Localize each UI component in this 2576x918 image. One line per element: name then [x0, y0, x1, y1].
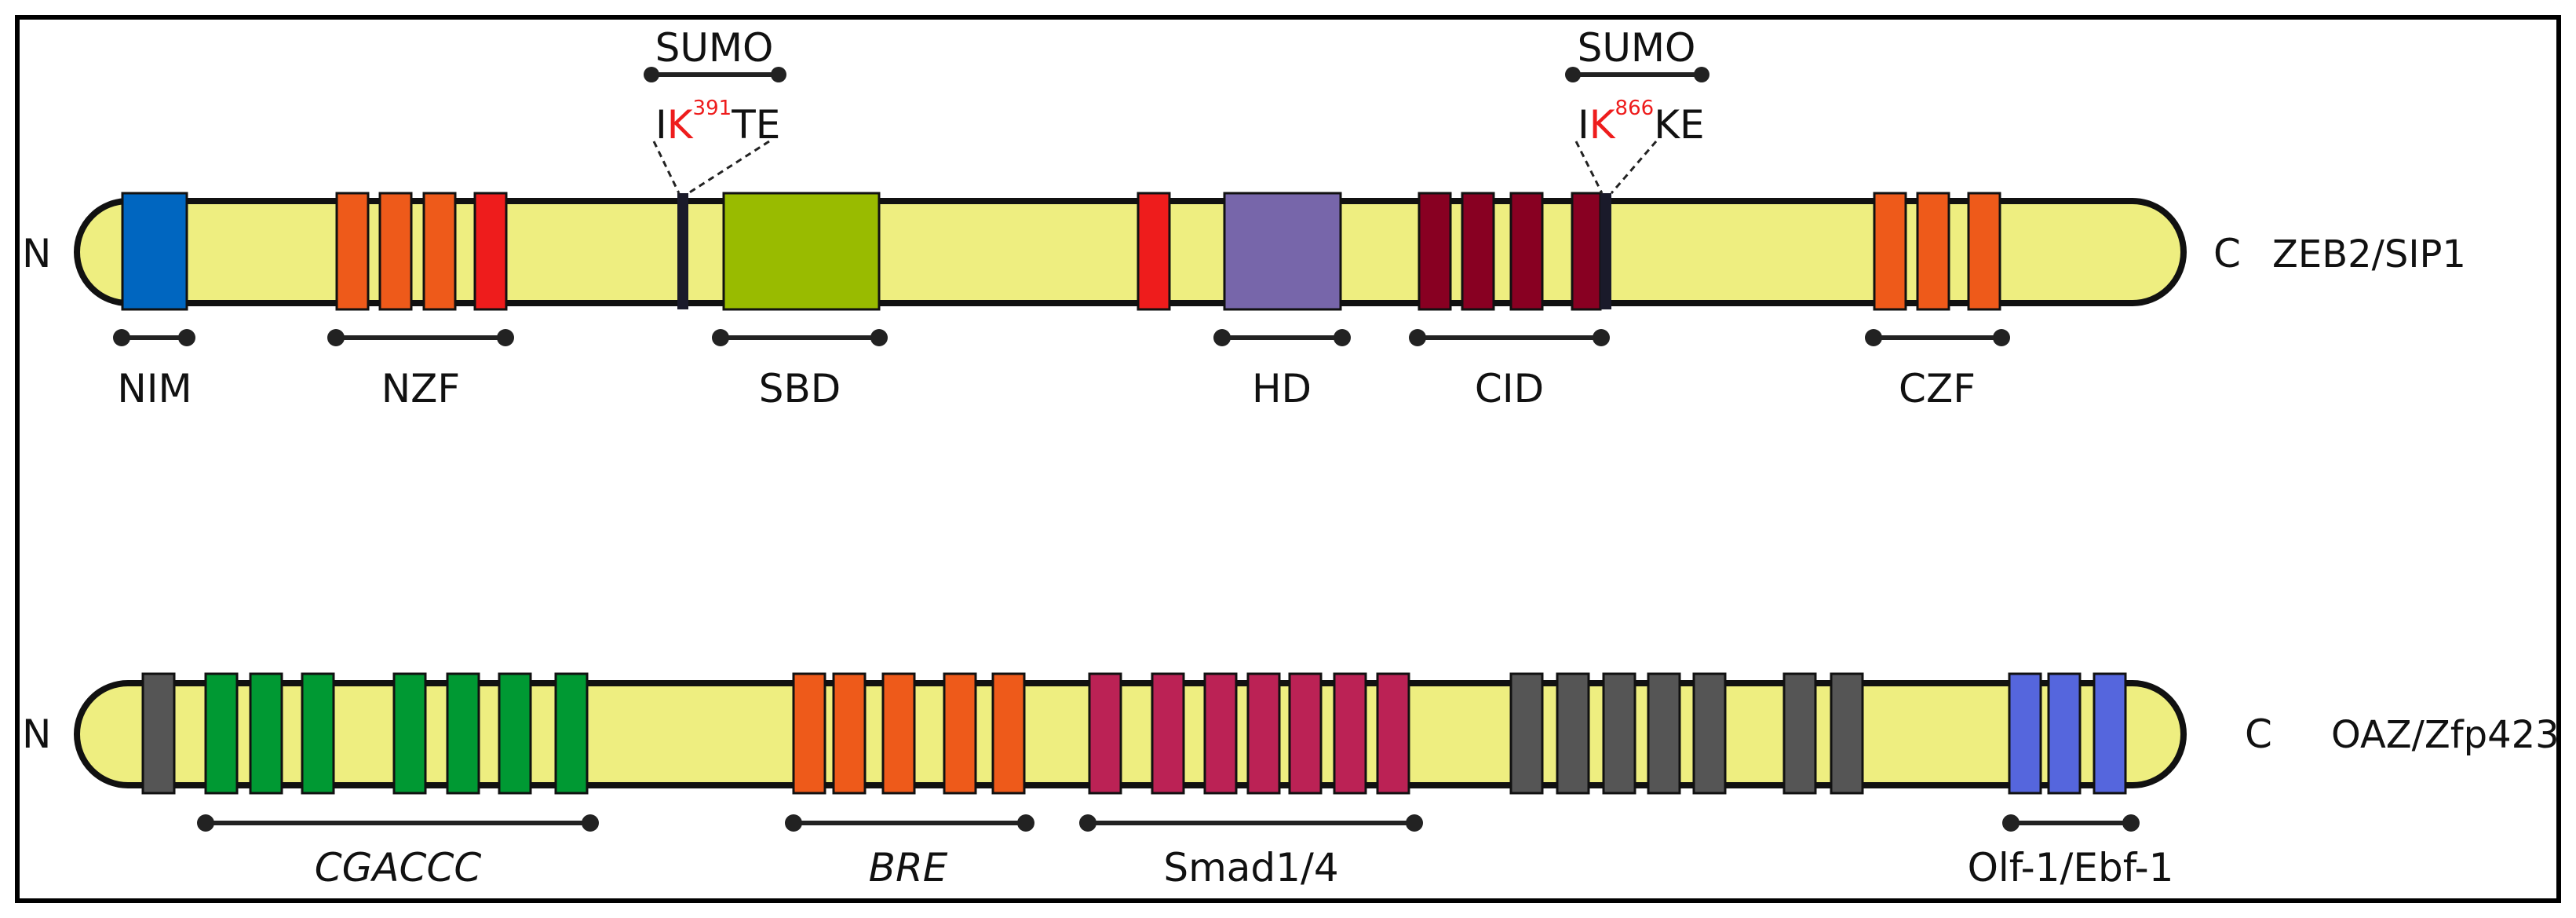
zinc-finger-green: [446, 672, 480, 795]
hd-domain: [1223, 192, 1342, 311]
zinc-finger-gray: [1509, 672, 1544, 795]
sumo-site-k866-bar: [1600, 193, 1611, 309]
sumo-label: SUMO: [1578, 25, 1696, 71]
zeb2-protein-body: [74, 198, 2187, 306]
region-label-cgaccc: CGACCC: [315, 845, 482, 891]
oaz-protein: [74, 672, 2187, 795]
zinc-finger-magenta: [1333, 672, 1367, 795]
cid-bracket: CID: [1409, 329, 1610, 411]
zinc-finger-green: [249, 672, 283, 795]
sumo-site-sequence: IK866KE: [1578, 97, 1705, 148]
zinc-finger-magenta: [1246, 672, 1281, 795]
zinc-finger-green: [301, 672, 335, 795]
zinc-finger-gray: [1602, 672, 1636, 795]
zinc-finger-blue: [2093, 672, 2127, 795]
cid-segment: [1571, 192, 1602, 311]
zinc-finger-red: [1137, 192, 1171, 311]
nzf-zinc-finger: [473, 192, 508, 311]
nim-domain: [121, 192, 188, 311]
zinc-finger-blue: [2008, 672, 2042, 795]
oaz-protein-name: OAZ/Zfp423: [2331, 713, 2560, 757]
region-label-olf-ebf: Olf-1/Ebf-1: [1968, 845, 2174, 891]
oaz-region-brackets: CGACCC BRE Smad1/4 Olf-1/Ebf-1: [197, 814, 2173, 891]
zinc-finger-gray: [1782, 672, 1817, 795]
czf-zinc-finger: [1873, 192, 1907, 311]
nim-bracket: NIM: [113, 329, 195, 411]
cgaccc-bracket: CGACCC: [197, 814, 599, 891]
oaz-c-terminus-label: C: [2245, 711, 2272, 757]
zinc-finger-green: [392, 672, 427, 795]
zeb2-protein: [74, 192, 2187, 311]
oaz-n-terminus-label: N: [22, 711, 51, 757]
zinc-finger-green: [554, 672, 589, 795]
nzf-zinc-finger: [335, 192, 370, 311]
czf-bracket: CZF: [1865, 329, 2010, 411]
region-label-bre: BRE: [869, 845, 948, 891]
domain-label-nim: NIM: [117, 366, 192, 411]
nzf-bracket: NZF: [327, 329, 514, 411]
sumo-site-k866: SUMO IK866KE: [1565, 25, 1709, 194]
domain-label-sbd: SBD: [759, 366, 841, 411]
zinc-finger-green: [204, 672, 239, 795]
cid-segment: [1509, 192, 1544, 311]
domain-label-hd: HD: [1252, 366, 1312, 411]
zinc-finger-gray: [1830, 672, 1864, 795]
zinc-finger-gray: [1692, 672, 1727, 795]
hd-bracket: HD: [1213, 329, 1351, 411]
zinc-finger-orange: [881, 672, 916, 795]
zinc-finger-green: [498, 672, 532, 795]
zinc-finger-orange: [832, 672, 867, 795]
czf-zinc-finger: [1967, 192, 2001, 311]
zeb2-c-terminus-label: C: [2213, 231, 2241, 276]
bre-bracket: BRE: [785, 814, 1034, 891]
smad-bracket: Smad1/4: [1079, 814, 1423, 891]
domain-label-nzf: NZF: [381, 366, 460, 411]
sumo-label: SUMO: [655, 25, 774, 71]
zeb2-domain-brackets: NIM NZF SBD HD CID CZF: [113, 329, 2010, 411]
zinc-finger-gray: [141, 672, 176, 795]
zinc-finger-gray: [1647, 672, 1681, 795]
zinc-finger-blue: [2047, 672, 2082, 795]
sbd-bracket: SBD: [712, 329, 888, 411]
sbd-domain: [722, 192, 881, 311]
zinc-finger-magenta: [1288, 672, 1323, 795]
zinc-finger-magenta: [1088, 672, 1122, 795]
nzf-zinc-finger: [378, 192, 413, 311]
sumo-site-k391-bar: [677, 193, 688, 309]
sumo-site-sequence: IK391TE: [655, 97, 780, 148]
olf-ebf-bracket: Olf-1/Ebf-1: [1968, 814, 2174, 891]
zeb2-n-terminus-label: N: [22, 231, 51, 276]
nzf-zinc-finger: [422, 192, 457, 311]
zinc-finger-orange: [792, 672, 826, 795]
figure-frame: [15, 15, 2561, 903]
zinc-finger-magenta: [1203, 672, 1238, 795]
region-label-smad: Smad1/4: [1163, 845, 1338, 891]
zinc-finger-magenta: [1376, 672, 1410, 795]
czf-zinc-finger: [1916, 192, 1950, 311]
zinc-finger-orange: [943, 672, 977, 795]
domain-label-czf: CZF: [1899, 366, 1976, 411]
sumo-site-k391: SUMO IK391TE: [644, 25, 786, 195]
zinc-finger-gray: [1556, 672, 1590, 795]
zinc-finger-magenta: [1151, 672, 1185, 795]
zinc-finger-orange: [991, 672, 1026, 795]
cid-segment: [1418, 192, 1452, 311]
zeb2-protein-name: ZEB2/SIP1: [2272, 232, 2466, 276]
domain-label-cid: CID: [1475, 366, 1544, 411]
cid-segment: [1461, 192, 1495, 311]
